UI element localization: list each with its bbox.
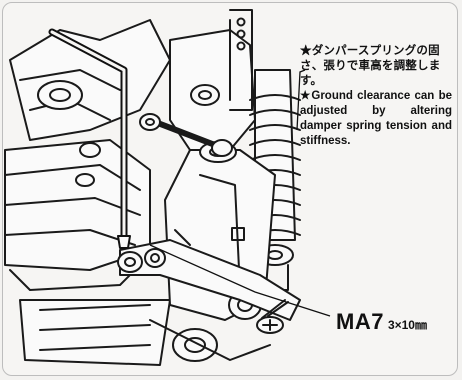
note-japanese: ★ダンパースプリングの固さ、張りで車高を調整します。 <box>300 45 441 87</box>
screw-leader-line <box>149 244 331 317</box>
part-size: 3×10㎜ <box>387 318 427 332</box>
adjustment-note: ★ダンパースプリングの固さ、張りで車高を調整します。 ★Ground clear… <box>300 44 452 149</box>
hex-wrench-icon <box>48 28 131 249</box>
screw-ma7 <box>256 299 289 334</box>
damper-stay <box>169 9 256 151</box>
camber-link <box>139 113 233 157</box>
note-bracket <box>296 69 306 131</box>
note-english: ★Ground clearance can be adjusted by alt… <box>300 90 452 147</box>
chassis-body <box>4 19 171 366</box>
lower-arm <box>117 239 301 321</box>
leader-lines <box>149 69 331 317</box>
part-code: MA7 <box>336 309 384 334</box>
